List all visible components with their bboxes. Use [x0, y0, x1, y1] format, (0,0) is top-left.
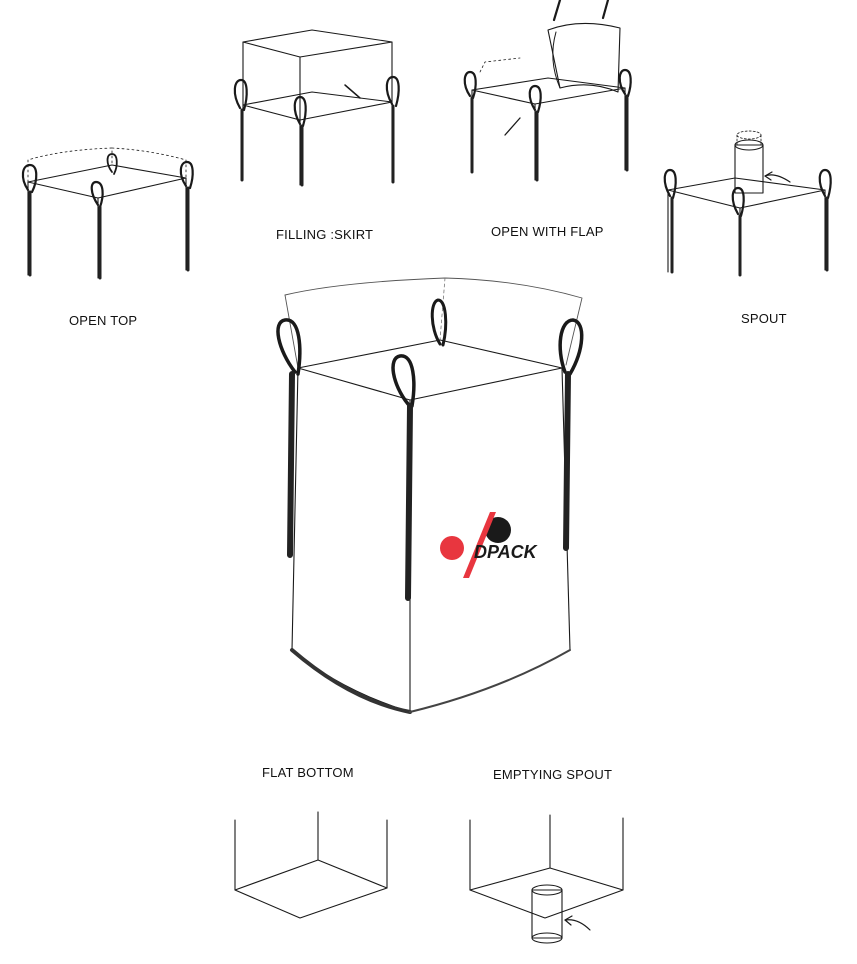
label-flat-bottom: FLAT BOTTOM	[262, 765, 354, 780]
flat-bottom-bag-illustration	[234, 811, 388, 919]
spout-top-bag-illustration	[663, 130, 832, 277]
filling-skirt-bag-illustration	[233, 29, 400, 187]
label-emptying-spout: EMPTYING SPOUT	[493, 767, 613, 782]
label-filling-skirt: FILLING :SKIRT	[276, 227, 374, 242]
main-fibc-bag-illustration	[276, 277, 584, 714]
logo-left-dot	[440, 536, 464, 560]
open-top-bag-illustration	[21, 147, 194, 280]
label-spout: SPOUT	[741, 311, 787, 326]
dpack-logo: DPACK	[440, 512, 539, 578]
logo-right-dot	[485, 517, 511, 543]
emptying-spout-bag-illustration	[469, 814, 624, 944]
logo-text: DPACK	[474, 542, 539, 562]
label-open-top: OPEN TOP	[69, 313, 138, 328]
logo-slash	[463, 512, 496, 578]
label-open-with-flap: OPEN WITH FLAP	[491, 224, 604, 239]
open-with-flap-bag-illustration	[463, 0, 632, 182]
